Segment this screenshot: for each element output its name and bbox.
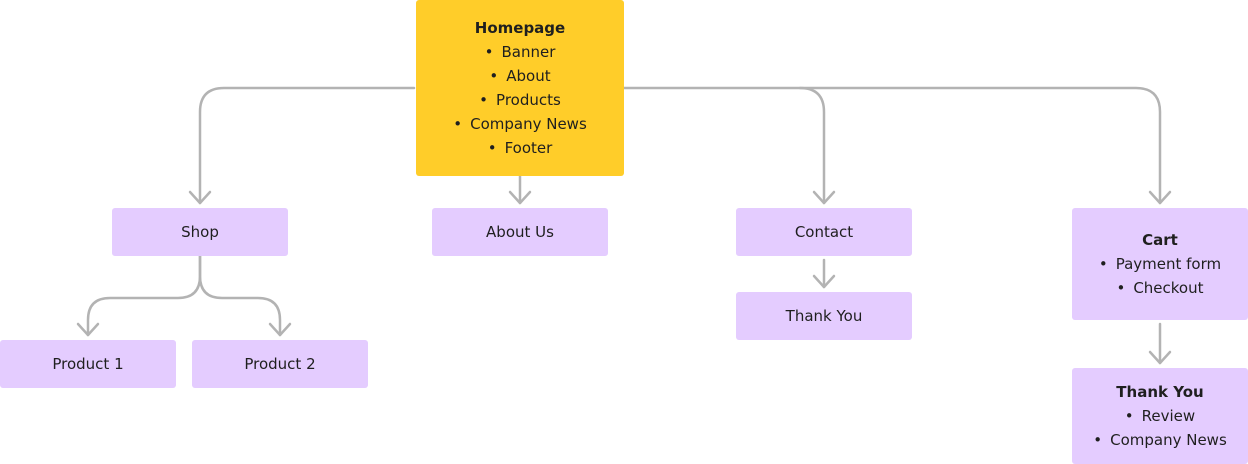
arrowhead-product-2 [268, 322, 292, 337]
shop-label: Shop [181, 223, 219, 241]
product-2-node: Product 2 [192, 340, 368, 388]
arrowhead-shop [188, 190, 212, 205]
homepage-title: Homepage [474, 19, 566, 37]
cart-item-payment-form: Payment form [1099, 252, 1221, 276]
arrowhead-product-1 [76, 322, 100, 337]
connector-shop-product-2 [198, 254, 282, 337]
cart-thank-you-item-review: Review [1093, 404, 1227, 428]
arrowhead-contact-thank-you [812, 274, 836, 289]
homepage-item-company-news: Company News [453, 112, 587, 136]
arrowhead-contact [812, 190, 836, 205]
homepage-item-about: About [453, 64, 587, 88]
product-2-label: Product 2 [244, 355, 316, 373]
connector-shop-product-1 [86, 254, 202, 337]
contact-thank-you-node: Thank You [736, 292, 912, 340]
arrowhead-about-us [508, 190, 532, 205]
connector-homepage-cart [798, 86, 1162, 205]
contact-node: Contact [736, 208, 912, 256]
cart-title: Cart [1142, 231, 1178, 249]
product-1-node: Product 1 [0, 340, 176, 388]
about-us-node: About Us [432, 208, 608, 256]
connector-homepage-contact [622, 86, 826, 205]
cart-node: Cart Payment form Checkout [1072, 208, 1248, 320]
cart-thank-you-title: Thank You [1116, 383, 1204, 401]
arrowhead-cart-thank-you [1148, 350, 1172, 365]
contact-label: Contact [794, 223, 854, 241]
cart-thank-you-item-company-news: Company News [1093, 428, 1227, 452]
cart-item-checkout: Checkout [1099, 276, 1221, 300]
homepage-item-footer: Footer [453, 136, 587, 160]
product-1-label: Product 1 [52, 355, 124, 373]
cart-thank-you-sections: Review Company News [1093, 404, 1227, 452]
arrowhead-cart [1148, 190, 1172, 205]
homepage-sections: Banner About Products Company News Foote… [453, 40, 587, 160]
contact-thank-you-label: Thank You [785, 307, 863, 325]
shop-node: Shop [112, 208, 288, 256]
cart-sections: Payment form Checkout [1099, 252, 1221, 300]
homepage-node: Homepage Banner About Products Company N… [416, 0, 624, 176]
cart-thank-you-node: Thank You Review Company News [1072, 368, 1248, 464]
connector-homepage-shop [198, 86, 416, 205]
homepage-item-banner: Banner [453, 40, 587, 64]
homepage-item-products: Products [453, 88, 587, 112]
about-us-label: About Us [486, 223, 554, 241]
